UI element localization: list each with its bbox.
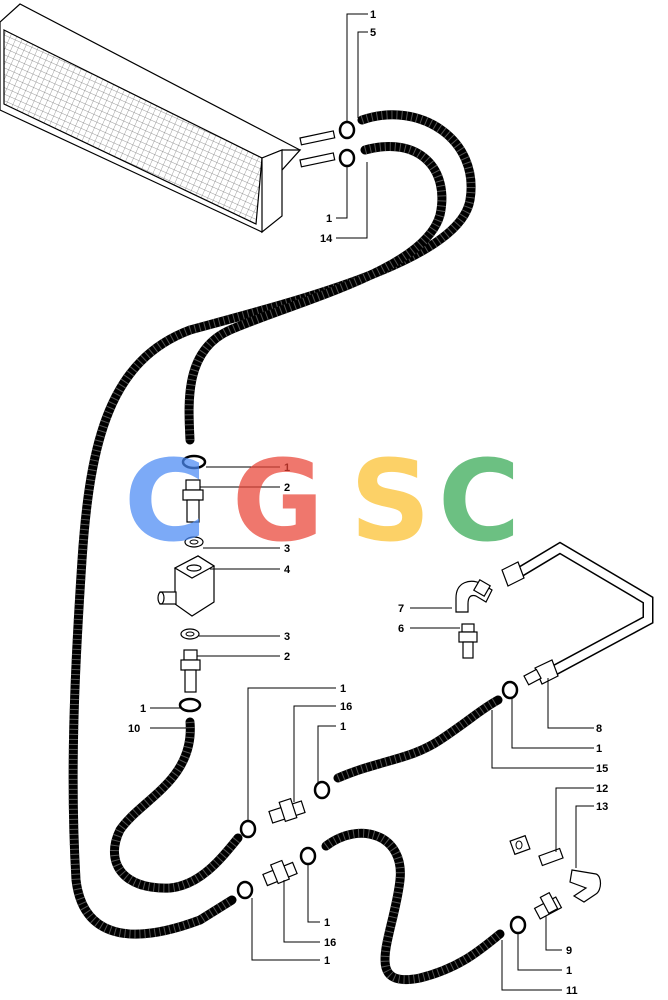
hose-5 <box>68 110 476 939</box>
watermark-letter-c: C <box>438 437 520 567</box>
callout-3: 3 <box>284 631 290 643</box>
callout-11: 11 <box>566 985 578 997</box>
callout-1: 1 <box>140 703 146 715</box>
cgsc-watermark: C G S C <box>124 437 520 567</box>
callout-15: 15 <box>596 763 608 775</box>
washer-3-upper <box>184 536 204 548</box>
callout-6: 6 <box>398 623 404 635</box>
callout-1: 1 <box>284 462 290 474</box>
callout-5: 5 <box>370 27 376 39</box>
callout-16: 16 <box>340 701 352 713</box>
watermark-letter-c: C <box>124 437 206 567</box>
callout-10: 10 <box>128 723 140 735</box>
callout-8: 8 <box>596 723 602 735</box>
hose-11 <box>321 828 505 985</box>
callout-labels: 1 5 1 14 1 2 3 4 7 6 3 2 1 10 1 16 1 8 1… <box>128 9 608 997</box>
callout-1: 1 <box>326 213 332 225</box>
watermark-letter-s: S <box>350 437 431 567</box>
fitting-9 <box>533 891 563 920</box>
upper-nipple-2 <box>182 479 204 523</box>
elbow-7 <box>455 578 493 613</box>
callout-16: 16 <box>324 937 336 949</box>
callout-7: 7 <box>398 603 404 615</box>
callout-3: 3 <box>284 543 290 555</box>
callout-2: 2 <box>284 651 290 663</box>
elbow-13 <box>569 869 602 903</box>
lower-nipple-2 <box>180 649 201 693</box>
washer-3-lower <box>180 628 200 640</box>
fitting-12 <box>509 834 564 867</box>
callout-1: 1 <box>324 917 330 929</box>
callout-14: 14 <box>320 233 333 245</box>
nipple-6 <box>458 623 478 659</box>
metal-pipe-8 <box>501 541 654 686</box>
callout-4: 4 <box>284 564 291 576</box>
callout-9: 9 <box>566 945 572 957</box>
callout-1: 1 <box>566 965 572 977</box>
hose-15 <box>333 695 503 783</box>
callout-1: 1 <box>370 9 376 21</box>
callout-1: 1 <box>340 721 346 733</box>
callout-1: 1 <box>324 955 330 967</box>
callout-13: 13 <box>596 801 608 813</box>
leader-lines <box>150 13 594 991</box>
fitting-16-lower <box>262 859 298 887</box>
callout-2: 2 <box>284 482 290 494</box>
callout-1: 1 <box>596 743 602 755</box>
watermark-letter-g: G <box>232 437 324 567</box>
callout-12: 12 <box>596 783 608 795</box>
hose-10 <box>110 717 243 893</box>
hose-14 <box>184 141 447 445</box>
callout-1: 1 <box>340 683 346 695</box>
tee-block-4 <box>157 555 216 617</box>
heater-core <box>0 3 336 234</box>
fitting-16-upper <box>268 797 306 824</box>
